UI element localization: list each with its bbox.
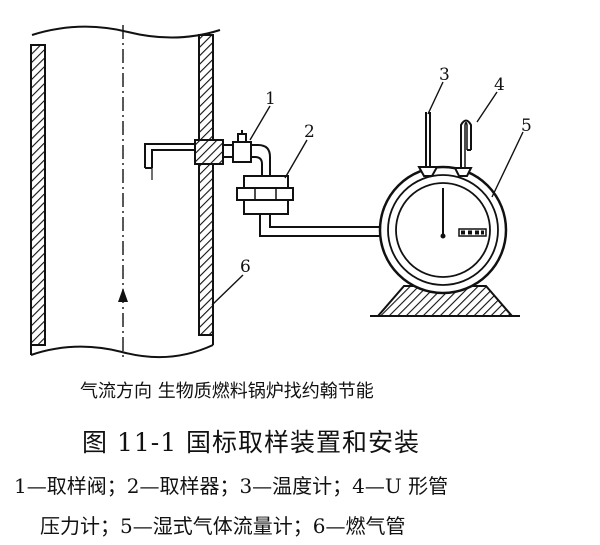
u-tube-manometer (453, 119, 473, 177)
thermometer (417, 112, 439, 177)
gas-pipe (30, 25, 221, 359)
label-sampling-valve: 1 (265, 89, 276, 109)
figure-title: 图 11-1 国标取样装置和安装 (82, 428, 421, 457)
label-gas-meter: 5 (521, 116, 532, 136)
connecting-tube (259, 214, 388, 237)
label-thermometer: 3 (439, 65, 450, 85)
meter-counter (458, 228, 487, 237)
pipe-wall-left (30, 44, 46, 346)
leader-lines (211, 81, 524, 306)
sampling-probe (144, 143, 205, 180)
sampler (236, 175, 294, 215)
wet-gas-flow-meter (370, 165, 520, 317)
label-gas-pipe: 6 (240, 257, 251, 277)
label-sampler: 2 (304, 122, 315, 142)
flow-direction-arrow (118, 288, 128, 302)
legend-line-2: 压力计；5—湿式气体流量计；6—燃气管 (40, 514, 406, 538)
sampling-valve (194, 130, 271, 176)
label-u-manometer: 4 (494, 75, 505, 95)
pipe-wall-right (198, 34, 214, 336)
flow-direction-caption: 气流方向 生物质燃料锅炉找约翰节能 (80, 381, 374, 402)
legend-line-1: 1—取样阀；2—取样器；3—温度计；4—U 形管 (14, 474, 449, 498)
